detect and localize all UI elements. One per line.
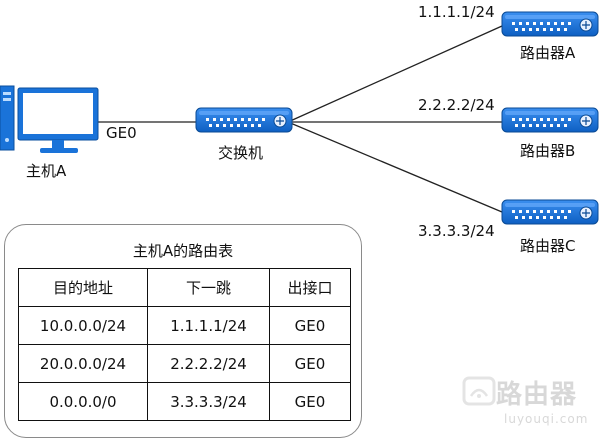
router-a-label: 路由器A <box>520 44 576 62</box>
host-port-label: GE0 <box>106 124 137 142</box>
cell-interface: GE0 <box>269 382 351 421</box>
host-label: 主机A <box>26 162 67 180</box>
table-row: 0.0.0.0/0 3.3.3.3/24 GE0 <box>18 382 351 421</box>
routing-table-title: 主机A的路由表 <box>132 242 234 260</box>
switch-label: 交换机 <box>218 144 264 162</box>
cell-destination: 20.0.0.0/24 <box>18 344 148 383</box>
cell-destination: 10.0.0.0/24 <box>18 306 148 345</box>
link-switch-router-c <box>287 121 503 213</box>
cell-next-hop: 3.3.3.3/24 <box>147 382 270 421</box>
switch-icon <box>195 107 293 133</box>
router-a-icon <box>501 11 599 37</box>
header-interface: 出接口 <box>269 268 351 307</box>
cell-interface: GE0 <box>269 306 351 345</box>
routing-table: 目的地址 下一跳 出接口 10.0.0.0/24 1.1.1.1/24 GE0 … <box>18 268 351 421</box>
watermark-url: luyouqi.com <box>504 412 589 426</box>
router-b-ip: 2.2.2.2/24 <box>418 96 495 114</box>
links <box>98 25 503 213</box>
router-a-ip: 1.1.1.1/24 <box>418 3 495 21</box>
router-c-ip: 3.3.3.3/24 <box>418 222 495 240</box>
link-switch-router-a <box>287 25 503 123</box>
cell-destination: 0.0.0.0/0 <box>18 382 148 421</box>
router-b-icon <box>501 107 599 133</box>
cell-next-hop: 2.2.2.2/24 <box>147 344 270 383</box>
cell-interface: GE0 <box>269 344 351 383</box>
cell-next-hop: 1.1.1.1/24 <box>147 306 270 345</box>
table-row: 10.0.0.0/24 1.1.1.1/24 GE0 <box>18 306 351 345</box>
table-row: 20.0.0.0/24 2.2.2.2/24 GE0 <box>18 344 351 383</box>
host-computer-icon <box>0 85 99 153</box>
header-next-hop: 下一跳 <box>147 268 270 307</box>
header-destination: 目的地址 <box>18 268 148 307</box>
router-c-label: 路由器C <box>520 237 576 255</box>
router-c-icon <box>501 199 599 225</box>
watermark-logo-icon <box>462 376 496 406</box>
table-header-row: 目的地址 下一跳 出接口 <box>18 268 351 307</box>
router-b-label: 路由器B <box>520 142 576 160</box>
watermark-text: 路由器 <box>496 380 578 410</box>
